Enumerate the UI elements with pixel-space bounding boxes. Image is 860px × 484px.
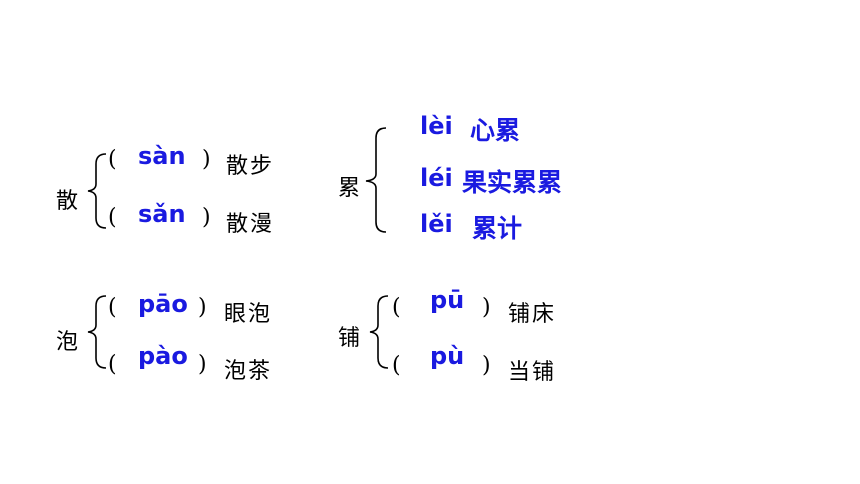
word-pu-1: 铺床 bbox=[508, 302, 557, 327]
close-paren: ) bbox=[482, 353, 491, 378]
close-paren: ) bbox=[198, 352, 207, 377]
pinyin-lei-3: lěi bbox=[420, 210, 453, 238]
pinyin-pu-1: pū bbox=[430, 286, 465, 314]
close-paren: ) bbox=[202, 147, 211, 172]
pinyin-san-2: sǎn bbox=[138, 200, 186, 228]
open-paren: ( bbox=[108, 147, 117, 172]
open-paren: ( bbox=[108, 205, 117, 230]
word-pao-2: 泡茶 bbox=[224, 359, 273, 384]
close-paren: ) bbox=[198, 295, 207, 320]
brace-san bbox=[87, 153, 107, 229]
pinyin-pao-2: pào bbox=[138, 342, 188, 370]
head-char-san: 散 bbox=[56, 189, 79, 214]
word-lei-1: 心累 bbox=[470, 116, 521, 145]
word-san-2: 散漫 bbox=[226, 212, 275, 237]
word-pao-1: 眼泡 bbox=[224, 302, 273, 327]
pinyin-pao-1: pāo bbox=[138, 290, 188, 318]
open-paren: ( bbox=[108, 295, 117, 320]
word-lei-3: 累计 bbox=[472, 214, 523, 243]
head-char-pao: 泡 bbox=[56, 330, 79, 355]
close-paren: ) bbox=[482, 295, 491, 320]
brace-pu bbox=[369, 295, 389, 369]
open-paren: ( bbox=[108, 352, 117, 377]
pinyin-lei-1: lèi bbox=[420, 112, 453, 140]
open-paren: ( bbox=[392, 295, 401, 320]
close-paren: ) bbox=[202, 205, 211, 230]
word-san-1: 散步 bbox=[226, 154, 275, 179]
head-char-pu: 铺 bbox=[338, 326, 361, 351]
open-paren: ( bbox=[392, 353, 401, 378]
word-lei-2: 果实累累 bbox=[462, 168, 563, 197]
brace-lei bbox=[365, 127, 387, 233]
head-char-lei: 累 bbox=[338, 176, 361, 201]
pinyin-pu-2: pù bbox=[430, 342, 465, 370]
pinyin-lei-2: léi bbox=[420, 164, 453, 192]
pinyin-san-1: sàn bbox=[138, 142, 186, 170]
word-pu-2: 当铺 bbox=[508, 360, 557, 385]
brace-pao bbox=[87, 295, 107, 369]
